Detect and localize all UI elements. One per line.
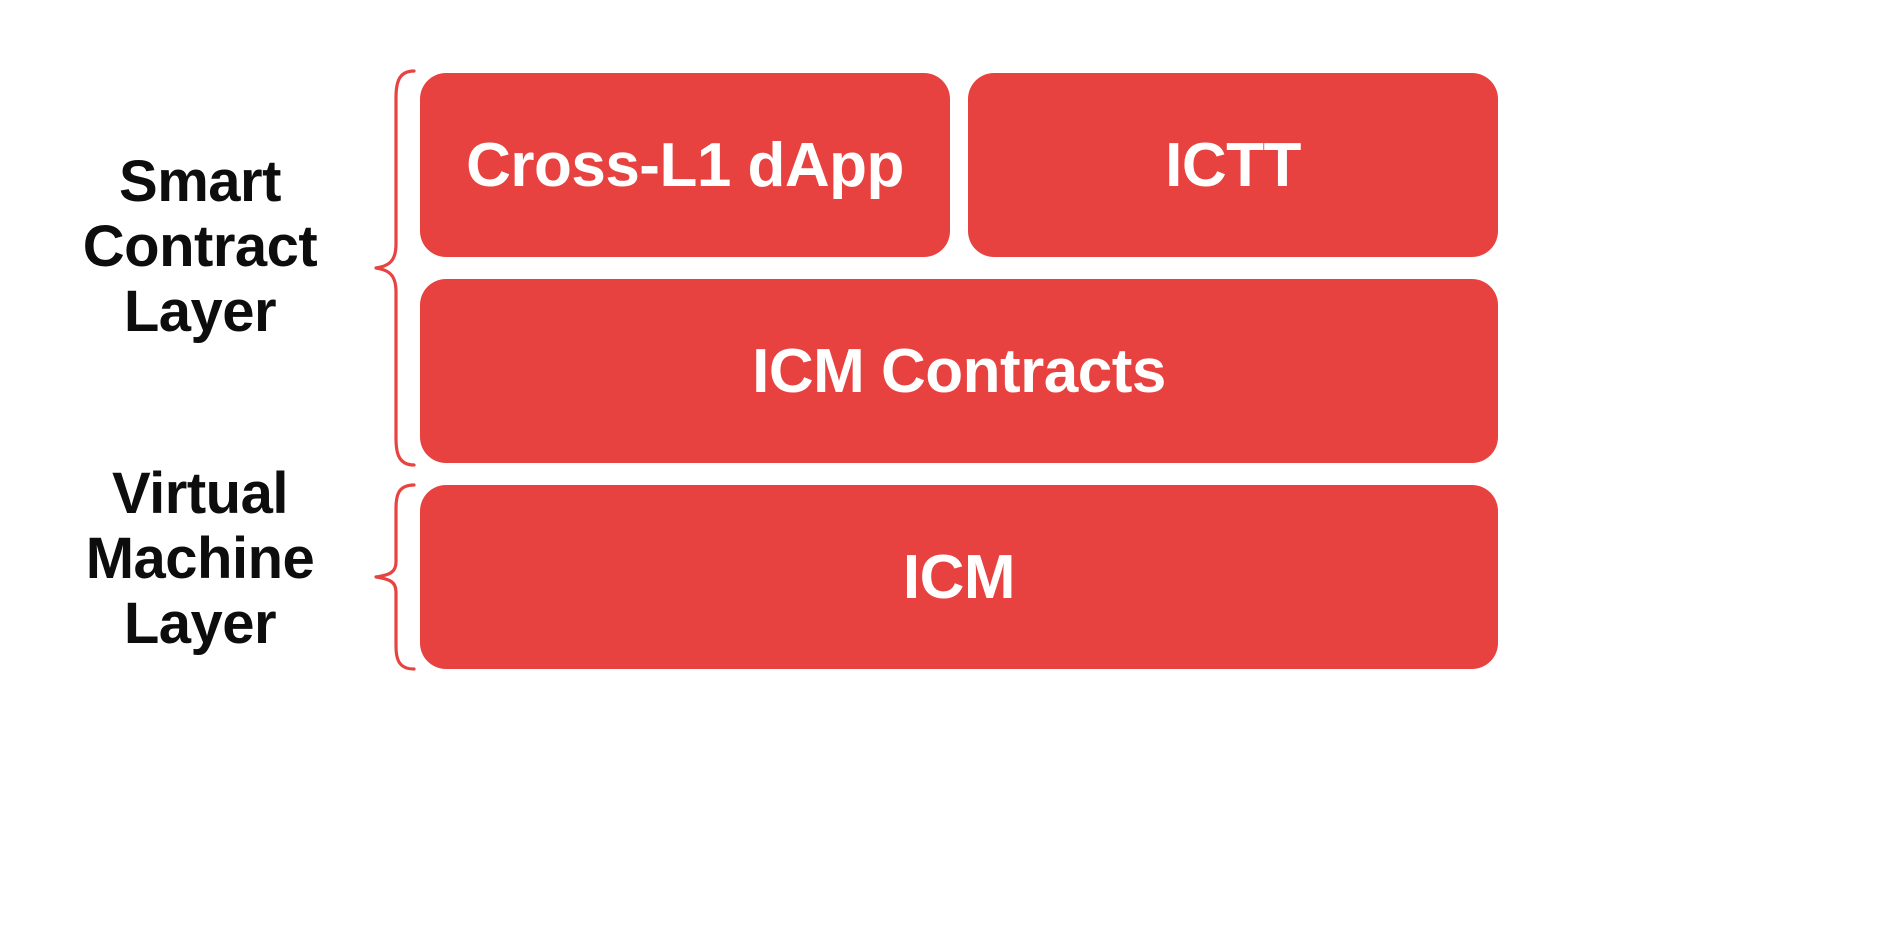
curly-brace-smart-contract-icon — [360, 68, 416, 468]
box-label-icm-contracts: ICM Contracts — [752, 336, 1166, 406]
box-label-cross-l1-dapp: Cross-L1 dApp — [466, 130, 904, 200]
box-label-ictt: ICTT — [1165, 130, 1301, 200]
box-cross-l1-dapp[interactable]: Cross-L1 dApp — [420, 73, 950, 257]
curly-brace-virtual-machine-icon — [360, 482, 416, 672]
box-icm-contracts[interactable]: ICM Contracts — [420, 279, 1498, 463]
layer-label-smart-contract: Smart Contract Layer — [82, 149, 318, 344]
box-icm[interactable]: ICM — [420, 485, 1498, 669]
layer-label-virtual-machine: Virtual Machine Layer — [85, 461, 315, 656]
box-ictt[interactable]: ICTT — [968, 73, 1498, 257]
box-label-icm: ICM — [902, 542, 1016, 612]
